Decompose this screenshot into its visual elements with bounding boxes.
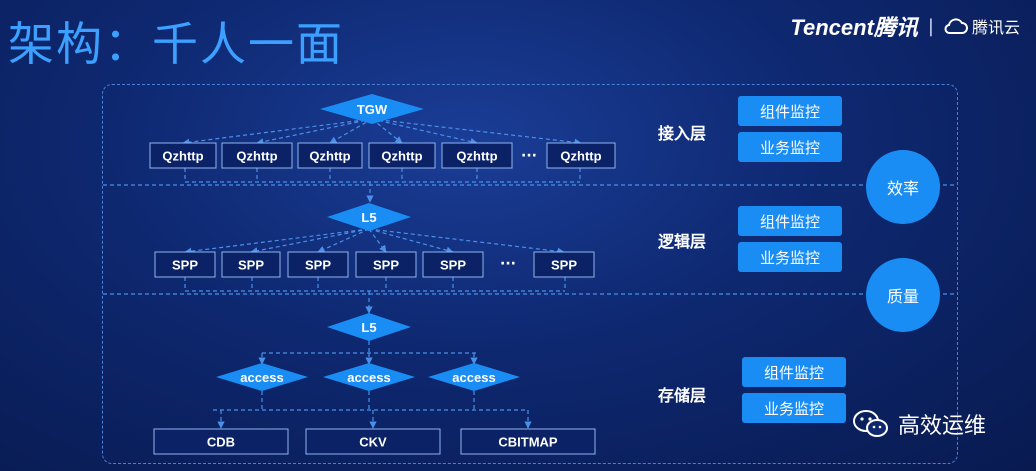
layer-label-access: 接入层 [658,124,707,143]
l5-node-storage: L5 [327,313,411,341]
cdb-node: CDB [153,428,289,455]
qzhttp-node: Qzhttp [441,142,513,169]
page-title: 架构：千人一面 [8,17,344,71]
spp-node: SPP [154,251,216,278]
quality-circle: 质量 [866,258,940,332]
access-node-label: access [452,370,495,385]
brand-logo: Tencent腾讯 | 腾讯云 [790,10,1020,42]
qzhttp-node: Qzhttp [221,142,293,169]
access-node: access [428,363,520,391]
architecture-frame [102,84,958,464]
component-monitor-button-storage[interactable]: 组件监控 [742,357,846,387]
qzhttp-node: Qzhttp [149,142,217,169]
spp-node-label: SPP [373,258,399,273]
wechat-icon [853,410,888,437]
cbitmap-node-label: CBITMAP [498,435,558,450]
spp-node-label: SPP [440,258,466,273]
spp-node: SPP [355,251,417,278]
ellipsis-logic: ··· [500,256,516,272]
tencent-cloud-logo: 腾讯云 [944,14,1020,38]
cbitmap-node: CBITMAP [460,428,596,455]
tgw-node: TGW [320,94,424,124]
access-node: access [216,363,308,391]
layer-label-logic: 逻辑层 [658,232,707,251]
qzhttp-node-label: Qzhttp [236,149,277,164]
qzhttp-node-label: Qzhttp [560,149,601,164]
cloud-icon [944,18,968,34]
qzhttp-node: Qzhttp [297,142,363,169]
access-node-label: access [240,370,283,385]
spp-node: SPP [422,251,484,278]
spp-node: SPP [533,251,595,278]
spp-node: SPP [287,251,349,278]
qzhttp-node: Qzhttp [546,142,616,169]
wechat-watermark: 高效运维 [852,408,986,440]
spp-node-label: SPP [238,258,264,273]
efficiency-circle: 效率 [866,150,940,224]
l5-node-logic: L5 [327,203,411,231]
tencent-logo: Tencent腾讯 [790,15,918,40]
access-node: access [323,363,415,391]
spp-node: SPP [221,251,281,278]
spp-node-label: SPP [172,258,198,273]
component-monitor-button-logic[interactable]: 组件监控 [738,206,842,236]
business-monitor-button-logic[interactable]: 业务监控 [738,242,842,272]
business-monitor-button-storage[interactable]: 业务监控 [742,393,846,423]
access-node-label: access [347,370,390,385]
component-monitor-button-access[interactable]: 组件监控 [738,96,842,126]
ckv-node: CKV [305,428,441,455]
l5-node-logic-label: L5 [361,210,376,225]
ckv-node-label: CKV [359,435,387,450]
l5-node-storage-label: L5 [361,320,376,335]
qzhttp-node-label: Qzhttp [456,149,497,164]
qzhttp-node: Qzhttp [368,142,436,169]
layer-label-storage: 存储层 [658,386,707,405]
spp-node-label: SPP [551,258,577,273]
cdb-node-label: CDB [207,435,235,450]
qzhttp-node-label: Qzhttp [381,149,422,164]
qzhttp-node-label: Qzhttp [309,149,350,164]
tgw-node-label: TGW [357,102,388,117]
qzhttp-node-label: Qzhttp [162,149,203,164]
ellipsis-access: ··· [521,148,537,164]
business-monitor-button-access[interactable]: 业务监控 [738,132,842,162]
spp-node-label: SPP [305,258,331,273]
